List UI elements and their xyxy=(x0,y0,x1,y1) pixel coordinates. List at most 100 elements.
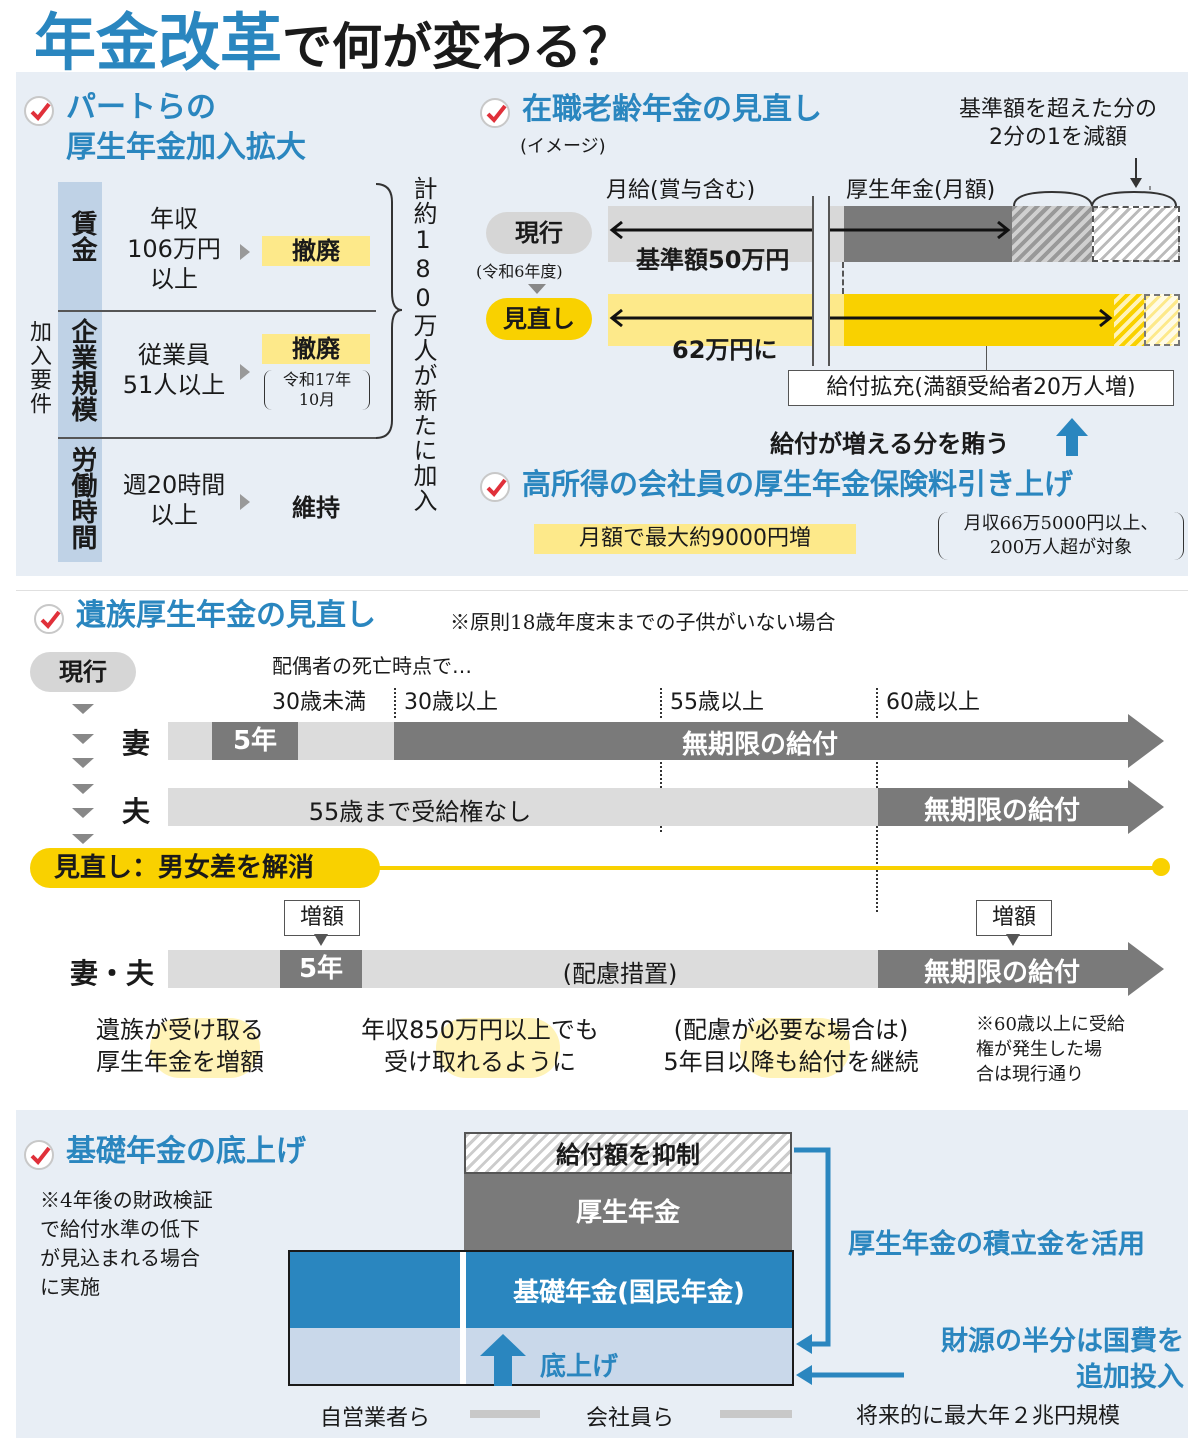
tax-label: 財源の半分は国費を 追加投入 xyxy=(941,1326,1184,1393)
suppress-box: 給付額を抑制 xyxy=(464,1132,792,1174)
age-55-over: 55歳以上 xyxy=(670,690,764,715)
brace-text: 計約180万人が新たに加入 xyxy=(409,176,437,513)
both-label: 妻・夫 xyxy=(70,957,155,990)
expand-pointer xyxy=(986,346,987,370)
husband-unlimited-label: 無期限の給付 xyxy=(923,796,1080,826)
up-arrow-icon xyxy=(1056,418,1088,456)
raise-label: 底上げ xyxy=(540,1352,619,1382)
age-30-over: 30歳以上 xyxy=(404,690,498,715)
wife-label: 妻 xyxy=(122,727,151,760)
current-excess-bar xyxy=(1012,206,1092,262)
chevron-down-icon xyxy=(72,704,94,844)
side-label: 加入要件 xyxy=(26,320,51,416)
cond-company: 従業員 51人以上 xyxy=(122,341,226,399)
label-salary: 月給(賞与含む) xyxy=(606,178,756,203)
husband-unlimited-arrow xyxy=(878,780,1164,834)
increase-pointer xyxy=(314,934,328,946)
current-sub: (令和6年度) xyxy=(476,262,563,281)
cat-hours: 労働時間 xyxy=(67,446,97,550)
koushotoku-hl: 月額で最大約9000円増 xyxy=(534,524,856,554)
age-30-under: 30歳未満 xyxy=(272,690,366,715)
range-arrow-icon xyxy=(609,220,1011,240)
wife-5years: 5年 xyxy=(212,722,298,760)
page-title: 年金改革で何が変わる？ xyxy=(34,8,632,94)
foot-bubble xyxy=(150,1018,260,1078)
divider xyxy=(660,688,662,718)
flow-arrow-icon xyxy=(796,1365,904,1385)
koushotoku-note: 月収66万5000円以上、 200万人超が対象 xyxy=(938,512,1184,560)
revised-pill: 見直し xyxy=(486,298,592,340)
izoku-revised-dot xyxy=(1152,858,1170,876)
revised-salary-bar xyxy=(608,294,844,346)
both-unlimited-label: 無期限の給付 xyxy=(923,958,1080,988)
check-icon xyxy=(24,1140,54,1170)
title-main: 年金改革 xyxy=(34,6,283,79)
part-table xyxy=(58,182,376,562)
check-icon xyxy=(24,96,54,126)
label-pension: 厚生年金(月額) xyxy=(846,178,996,203)
izoku-panel xyxy=(16,590,1188,1101)
arrow-icon xyxy=(240,364,250,380)
revised-excess-bar xyxy=(1114,294,1144,346)
foot-3: (配慮が必要な場合は) 5年目以降も給付を継続 xyxy=(663,1016,919,1076)
fund-label: 厚生年金の積立金を活用 xyxy=(848,1229,1145,1260)
expand-box: 給付拡充(満額受給者20万人増) xyxy=(788,370,1174,406)
increase-box-1: 増額 xyxy=(284,900,360,936)
both-consideration: (配慮措置) xyxy=(562,960,678,988)
husband-no-right: 55歳まで受給権なし xyxy=(308,798,532,826)
izoku-revised-line xyxy=(360,866,1160,870)
zaishoku-sub: (イメージ) xyxy=(520,136,606,157)
kiso-emp-dark xyxy=(466,1252,792,1328)
cat-wage: 賃金 xyxy=(67,210,97,262)
kiso-self-dark xyxy=(290,1252,460,1328)
divider xyxy=(876,688,878,718)
foot-bubble xyxy=(740,1018,850,1078)
down-arrow-icon xyxy=(528,284,546,294)
current-salary-bar xyxy=(608,206,844,262)
result-company: 撤廃 xyxy=(262,334,370,364)
current-bar-label: 基準額50万円 xyxy=(636,246,790,274)
revised-pension-bar xyxy=(844,294,1114,346)
foot-bubble xyxy=(436,1018,560,1078)
title-suffix: で何が変わる？ xyxy=(282,18,633,76)
flow-arrow-icon xyxy=(794,1147,831,1354)
foot-4: ※60歳以上に受給 権が発生した場 合は現行通り xyxy=(976,1014,1125,1085)
izoku-note: ※原則18歳年度末までの子供がいない場合 xyxy=(450,610,836,634)
brace-icon xyxy=(1013,186,1177,207)
dashed-guide xyxy=(842,262,844,294)
death-label: 配偶者の死亡時点で… xyxy=(272,654,472,678)
wife-unlimited-arrow xyxy=(394,714,1164,768)
zaishoku-title: 在職老齢年金の見直し xyxy=(522,92,822,127)
foot-2: 年収850万円以上でも 受け取れるように xyxy=(361,1016,599,1076)
part-title-1: パートらの xyxy=(66,90,216,125)
izoku-current-pill: 現行 xyxy=(30,652,136,692)
current-pill: 現行 xyxy=(486,212,592,254)
result-wage: 撤廃 xyxy=(262,236,370,266)
future-label: 将来的に最大年２兆円規模 xyxy=(856,1404,1121,1429)
kiso-label: 基礎年金(国民年金) xyxy=(513,1278,745,1308)
arrow-icon xyxy=(240,494,250,510)
kousei-box: 厚生年金 xyxy=(464,1174,792,1252)
current-pension-bar xyxy=(844,206,1012,262)
zaishoku-note: 基準額を超えた分の 2分の1を減額 xyxy=(958,97,1157,150)
increase-pointer xyxy=(1006,934,1020,946)
divider xyxy=(876,762,878,912)
kiso-title: 基礎年金の底上げ xyxy=(66,1134,306,1169)
age-60-over: 60歳以上 xyxy=(886,690,980,715)
revised-reduced-bar xyxy=(1144,294,1180,346)
kiso-note: ※4年後の財政検証 で給付水準の低下 が見込まれる場合 に実施 xyxy=(40,1188,213,1299)
cat-company: 企業規模 xyxy=(67,318,97,422)
result-hours: 維持 xyxy=(292,494,340,522)
result-company-note: 令和17年 10月 xyxy=(264,370,370,410)
revised-strong: 男女差を解消 xyxy=(158,853,315,883)
husband-bar-light xyxy=(168,788,878,826)
both-5years: 5年 xyxy=(280,950,362,988)
check-icon xyxy=(34,604,64,634)
arrow-icon xyxy=(240,244,250,260)
brace-icon xyxy=(375,183,403,439)
axis-break xyxy=(812,196,830,366)
employee-label: 会社員ら xyxy=(540,1400,720,1432)
down-arrow-icon xyxy=(1130,158,1142,188)
self-label: 自営業者ら xyxy=(290,1400,460,1432)
revised-bar-label: 62万円に xyxy=(672,336,778,364)
